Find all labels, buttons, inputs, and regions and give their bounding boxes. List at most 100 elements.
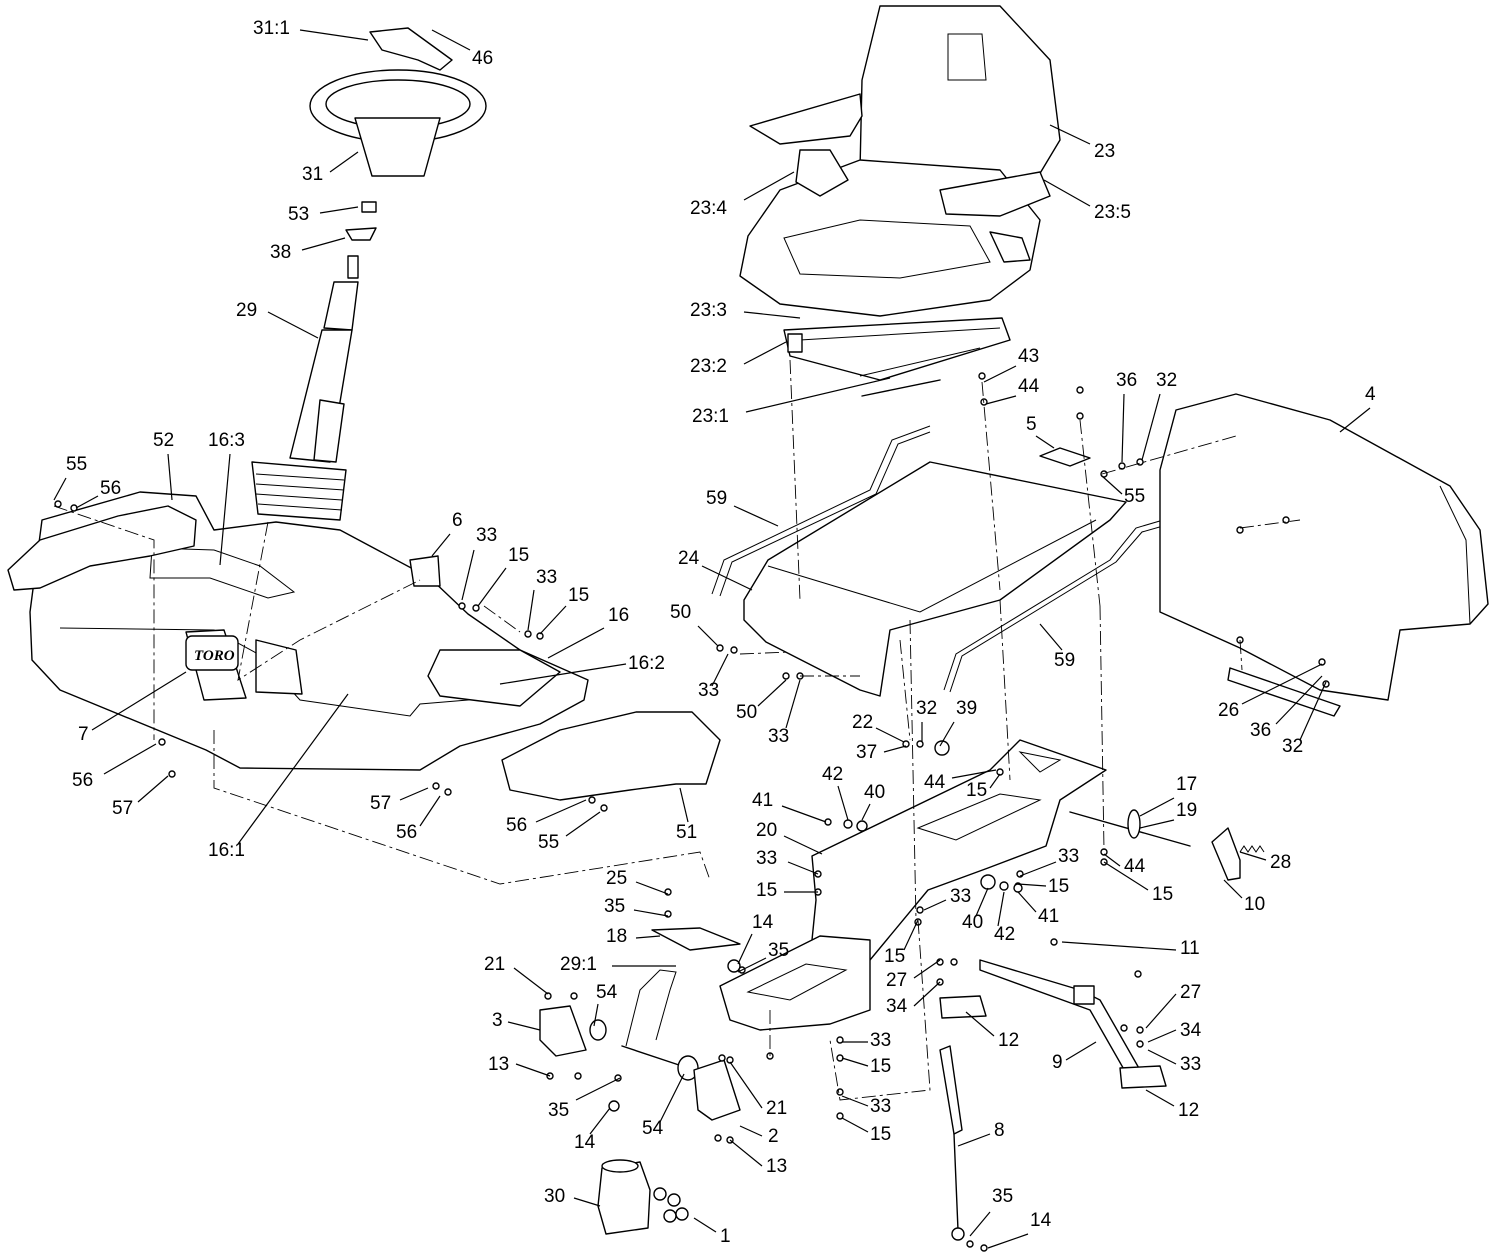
callout-leader-line [841, 1057, 869, 1067]
callout-leader-line [697, 625, 719, 647]
callout-leader-line [743, 341, 787, 365]
seat-assembly [739, 5, 1061, 397]
callout-leader-line [301, 237, 346, 251]
callout-c-31: 31 [302, 151, 359, 185]
callout-label: 41 [1038, 906, 1059, 927]
callout-leader-line [431, 533, 451, 557]
callout-leader-line [103, 743, 157, 775]
callout-c-27b: 27 [1145, 982, 1201, 1029]
callout-label: 54 [596, 982, 618, 1003]
callout-leader-line [781, 805, 827, 823]
callout-leader-line [593, 1003, 599, 1027]
callout-leader-line [431, 29, 471, 51]
callout-label: 35 [604, 896, 625, 917]
callout-label: 14 [752, 912, 774, 933]
callout-label: 33 [870, 1096, 891, 1117]
callout-label: 33 [870, 1030, 891, 1051]
callout-leader-line [1299, 681, 1327, 741]
callout-c-22: 22 [852, 712, 905, 743]
callout-leader-line [319, 206, 359, 214]
callout-leader-line [1035, 435, 1055, 449]
callout-leader-line [1275, 675, 1323, 725]
callout-label: 33 [698, 680, 719, 701]
callout-c-55c: 55 [1101, 475, 1145, 507]
callout-label: 40 [962, 912, 983, 933]
callout-label: 32 [1282, 736, 1303, 757]
callout-c-44b: 44 [924, 769, 997, 793]
callout-leader-line [875, 727, 905, 743]
callout-leader-line [267, 311, 319, 339]
spring [1239, 845, 1265, 853]
callout-c-13b: 13 [729, 1139, 787, 1177]
callout-c-23: 23 [1049, 124, 1115, 162]
pivot-mount-left [539, 1005, 607, 1057]
callout-c-35b: 35 [737, 940, 789, 973]
callout-leader-line [939, 721, 955, 747]
callout-label: 57 [370, 793, 391, 814]
callout-leader-line [237, 693, 349, 845]
callout-c-40a: 40 [861, 782, 885, 821]
callout-c-36a: 36 [1116, 370, 1137, 463]
callout-c-21a: 21 [484, 954, 549, 995]
callout-leader-line [785, 679, 801, 729]
callout-c-16-1: 16:1 [208, 693, 349, 861]
callout-c-51: 51 [676, 787, 697, 843]
callout-label: 8 [994, 1120, 1005, 1141]
callout-label: 12 [998, 1030, 1019, 1051]
callout-leader-line [167, 453, 173, 501]
callout-c-46: 46 [431, 29, 493, 69]
callout-c-33h: 33 [842, 1030, 891, 1051]
callout-c-43: 43 [983, 346, 1039, 383]
callout-c-23-5: 23:5 [1043, 179, 1131, 223]
callout-c-44c: 44 [1103, 853, 1146, 877]
callout-c-33j: 33 [841, 1095, 891, 1117]
assembly-lines [53, 359, 1301, 1101]
callout-leader-line [957, 1133, 991, 1147]
callout-c-23-2: 23:2 [690, 341, 787, 377]
callout-c-15h: 15 [841, 1056, 891, 1077]
callout-c-15a: 15 [477, 545, 529, 607]
callout-leader-line [841, 1095, 869, 1107]
callout-label: 29 [236, 300, 257, 321]
callout-leader-line [419, 795, 441, 827]
callout-label: 34 [1180, 1020, 1202, 1041]
callout-c-56a: 56 [75, 478, 121, 509]
callout-label: 13 [766, 1156, 787, 1177]
callout-label: 7 [78, 724, 89, 745]
callout-leader-line [997, 891, 1005, 927]
callout-label: 23:2 [690, 356, 727, 377]
steering-wheel-cap [369, 27, 453, 71]
callout-leader-line [1339, 407, 1371, 433]
callout-c-5: 5 [1026, 414, 1055, 449]
callout-c-32b: 32 [1282, 681, 1327, 757]
callout-c-2: 2 [739, 1125, 779, 1147]
callout-c-53: 53 [288, 204, 359, 225]
callout-c-18: 18 [606, 926, 661, 947]
callout-label: 59 [706, 488, 727, 509]
callout-label: 41 [752, 790, 773, 811]
callout-leader-line [711, 653, 729, 687]
callout-c-41b: 41 [1017, 891, 1059, 927]
callout-label: 33 [476, 525, 497, 546]
callout-leader-line [499, 663, 627, 685]
callout-label: 23:5 [1094, 202, 1131, 223]
pivot-shaft [1069, 809, 1191, 847]
callout-c-52: 52 [153, 430, 174, 501]
callout-c-12b: 12 [1145, 1089, 1199, 1121]
callout-label: 39 [956, 698, 977, 719]
callout-label: 15 [966, 780, 987, 801]
callout-c-15d: 15 [756, 880, 818, 901]
callout-c-35c: 35 [548, 1077, 621, 1121]
mount-bracket-left [939, 995, 987, 1019]
callout-leader-line [743, 311, 801, 319]
callout-c-1: 1 [693, 1217, 731, 1247]
callout-leader-line [1065, 1041, 1097, 1061]
callout-c-33g: 33 [923, 886, 971, 911]
callout-leader-line [1139, 819, 1175, 829]
callout-c-15b: 15 [539, 585, 589, 635]
callout-label: 26 [1218, 700, 1239, 721]
callout-leader-line [883, 745, 907, 753]
callout-leader-line [1101, 475, 1123, 495]
callout-leader-line [903, 919, 919, 951]
